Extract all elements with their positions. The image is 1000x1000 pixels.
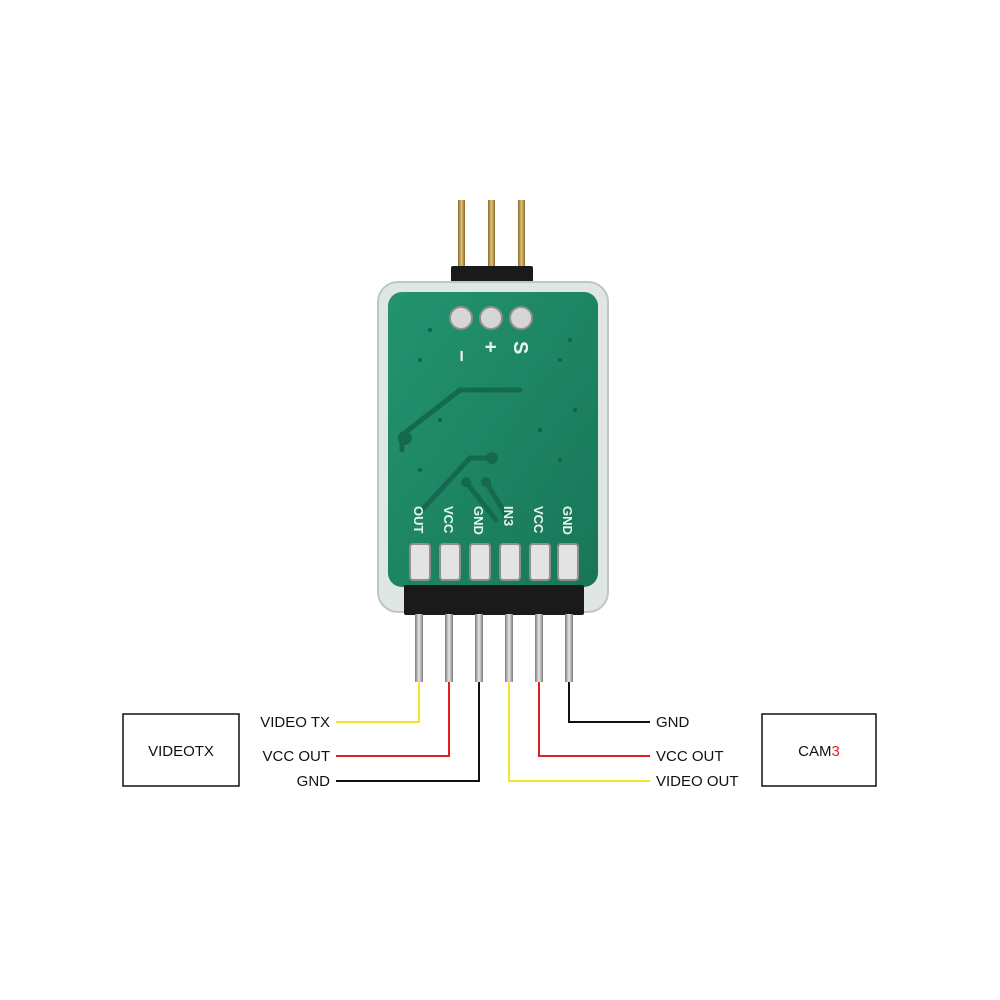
bottom-pin-label: GND xyxy=(560,506,575,535)
pcb xyxy=(388,292,598,587)
pcb-vias xyxy=(398,431,498,487)
bottom-pin-label: OUT xyxy=(411,506,426,534)
bottom-pin-label: IN3 xyxy=(501,506,516,526)
top-pin xyxy=(458,200,465,270)
top-pin-label: S xyxy=(509,341,531,354)
top-pins xyxy=(451,200,533,292)
cam-label-prefix: CAM xyxy=(798,743,831,760)
label-video-out: VIDEO OUT xyxy=(656,773,739,790)
bottom-pad xyxy=(529,543,551,581)
bottom-pin xyxy=(415,614,423,682)
top-pin xyxy=(488,200,495,270)
bottom-pad xyxy=(469,543,491,581)
label-vcc-out-right: VCC OUT xyxy=(656,748,724,765)
wire-gnd-left xyxy=(336,682,480,782)
bottom-pin xyxy=(445,614,453,682)
bottom-pin-labels: OUT VCC GND IN3 VCC GND xyxy=(411,506,575,535)
bottom-pin-label: VCC xyxy=(441,506,456,534)
wires xyxy=(336,682,650,782)
cam-label-number: 3 xyxy=(832,743,840,760)
top-pin-label: − xyxy=(450,350,472,362)
bottom-pin xyxy=(565,614,573,682)
label-video-tx: VIDEO TX xyxy=(260,714,330,731)
bottom-pad xyxy=(499,543,521,581)
bottom-header xyxy=(404,585,584,615)
videotx-label: VIDEOTX xyxy=(148,743,214,760)
top-pads xyxy=(449,306,533,330)
module: − + S OUT VCC GND IN3 VCC GND xyxy=(377,200,609,682)
bottom-pin-label: VCC xyxy=(531,506,546,534)
top-pin-labels: − + S xyxy=(450,341,531,362)
cam-label: CAM3 xyxy=(798,743,840,760)
cam-device: CAM3 xyxy=(761,713,877,787)
bottom-pads xyxy=(409,543,579,581)
top-pad xyxy=(449,306,473,330)
wire-video-tx xyxy=(336,682,420,723)
bottom-pins xyxy=(415,614,573,682)
wire-video-out xyxy=(508,682,650,782)
wire-vcc-out-left xyxy=(336,682,450,757)
label-gnd-left: GND xyxy=(297,773,331,790)
left-connection-labels: VIDEO TX VCC OUT GND xyxy=(260,714,330,790)
bottom-pad xyxy=(439,543,461,581)
top-pin xyxy=(518,200,525,270)
bottom-pin-label: GND xyxy=(471,506,486,535)
wire-vcc-out-right xyxy=(538,682,650,757)
pcb-dots xyxy=(418,328,577,472)
right-connection-labels: GND VCC OUT VIDEO OUT xyxy=(656,714,739,790)
top-pad xyxy=(509,306,533,330)
top-pin-label: + xyxy=(479,341,501,353)
bottom-pin xyxy=(475,614,483,682)
bottom-pin xyxy=(505,614,513,682)
bottom-pin xyxy=(535,614,543,682)
videotx-device: VIDEOTX xyxy=(122,713,240,787)
videotx-box xyxy=(122,713,240,787)
wire-gnd-right xyxy=(568,682,650,723)
label-vcc-out-left: VCC OUT xyxy=(263,748,331,765)
bottom-pad xyxy=(409,543,431,581)
cam-box xyxy=(761,713,877,787)
bottom-pad xyxy=(557,543,579,581)
label-gnd-right: GND xyxy=(656,714,690,731)
top-pad xyxy=(479,306,503,330)
